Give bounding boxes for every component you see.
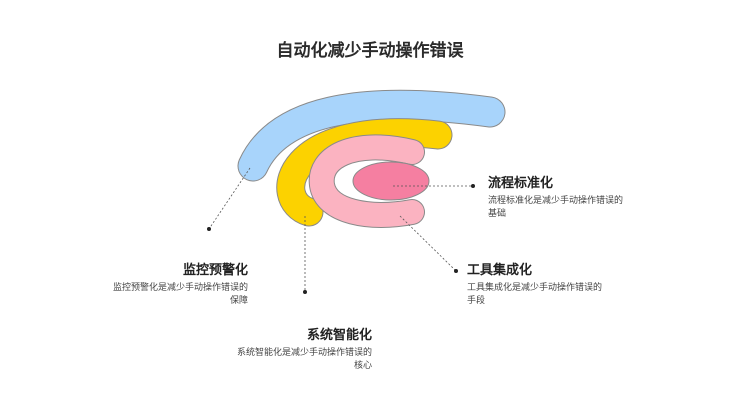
label-description: 系统智能化是减少手动操作错误的 核心 [236, 348, 372, 371]
label-description: 工具集成化是减少手动操作错误的 手段 [467, 283, 603, 306]
label-heading: 工具集成化 [467, 263, 533, 278]
label-description: 监控预警化是减少手动操作错误的 保障 [112, 283, 248, 306]
label-heading: 流程标准化 [488, 176, 554, 191]
label-heading: 监控预警化 [182, 263, 248, 278]
blue-arc-fill [238, 90, 505, 181]
label-system-intelligence: 系统智能化 系统智能化是减少手动操作错误的 核心 [212, 327, 372, 373]
center-ellipse [352, 161, 430, 201]
label-process-standardization: 流程标准化 流程标准化是减少手动操作错误的 基础 [488, 175, 658, 221]
label-description: 流程标准化是减少手动操作错误的 基础 [488, 196, 624, 219]
yellow-arc-fill [277, 119, 452, 226]
page-title: 自动化减少手动操作错误 [276, 41, 464, 61]
label-monitoring-alert: 监控预警化 监控预警化是减少手动操作错误的 保障 [88, 262, 248, 308]
label-tool-integration: 工具集成化 工具集成化是减少手动操作错误的 手段 [467, 262, 637, 308]
pink-arc-fill [309, 135, 424, 227]
label-heading: 系统智能化 [306, 328, 372, 343]
